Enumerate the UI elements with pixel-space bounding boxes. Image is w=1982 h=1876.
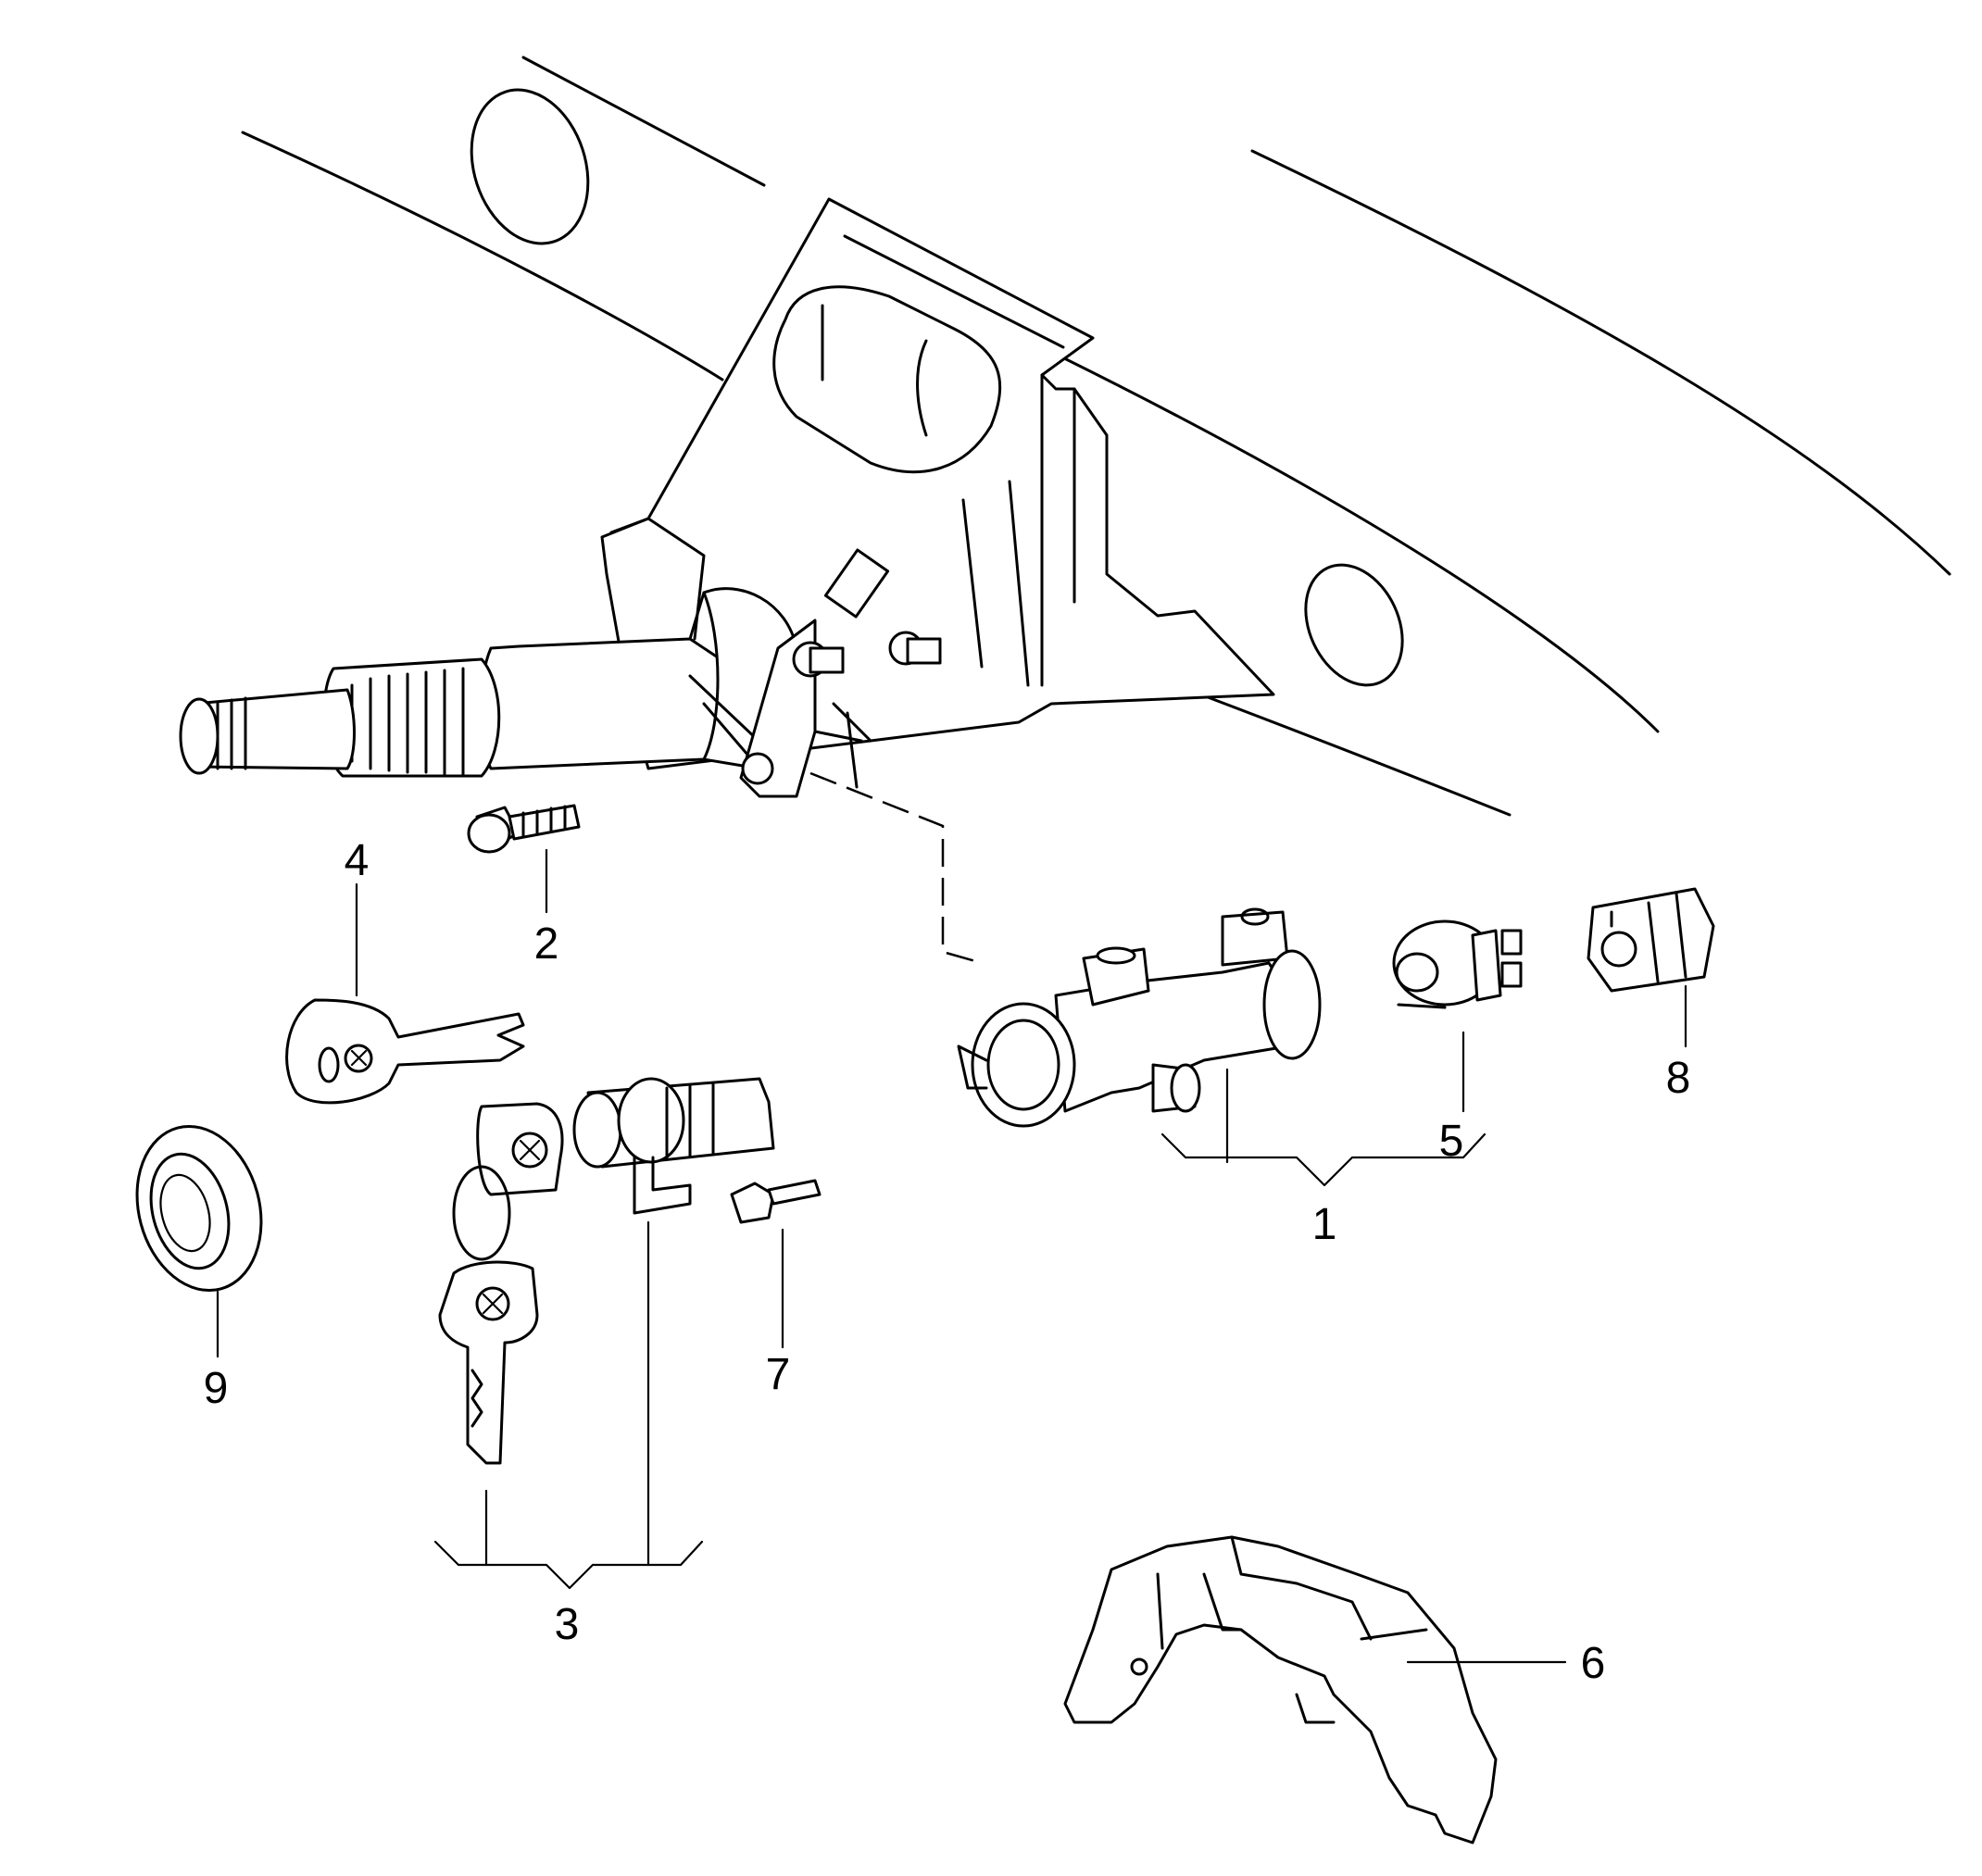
callout-3: 3 bbox=[555, 1600, 580, 1649]
callout-7: 7 bbox=[766, 1350, 791, 1399]
part-2-bolt bbox=[467, 804, 581, 914]
callout-1: 1 bbox=[1312, 1200, 1337, 1249]
part-6-cover bbox=[1063, 1535, 1567, 1845]
part-4-key bbox=[285, 882, 525, 1105]
dashboard-panel bbox=[241, 56, 1951, 817]
callout-2: 2 bbox=[534, 919, 559, 969]
callout-8: 8 bbox=[1666, 1054, 1691, 1103]
part-3-lock-cylinder bbox=[433, 1077, 775, 1590]
callout-9: 9 bbox=[204, 1364, 229, 1413]
part-7-screw bbox=[730, 1179, 822, 1349]
steering-column bbox=[179, 587, 798, 778]
callout-6: 6 bbox=[1581, 1639, 1606, 1688]
part-1-lock-housing bbox=[957, 907, 1486, 1187]
callout-4: 4 bbox=[345, 836, 370, 885]
callout-labels: 1 2 3 4 5 6 7 8 9 bbox=[204, 836, 1691, 1688]
part-5-ignition-switch bbox=[1392, 919, 1523, 1113]
part-9-ring bbox=[135, 1124, 263, 1358]
callout-5: 5 bbox=[1439, 1117, 1464, 1166]
part-8-connector bbox=[1587, 887, 1715, 1048]
column-clamp-bolts bbox=[739, 619, 942, 798]
assembly-guide-line bbox=[809, 771, 983, 965]
